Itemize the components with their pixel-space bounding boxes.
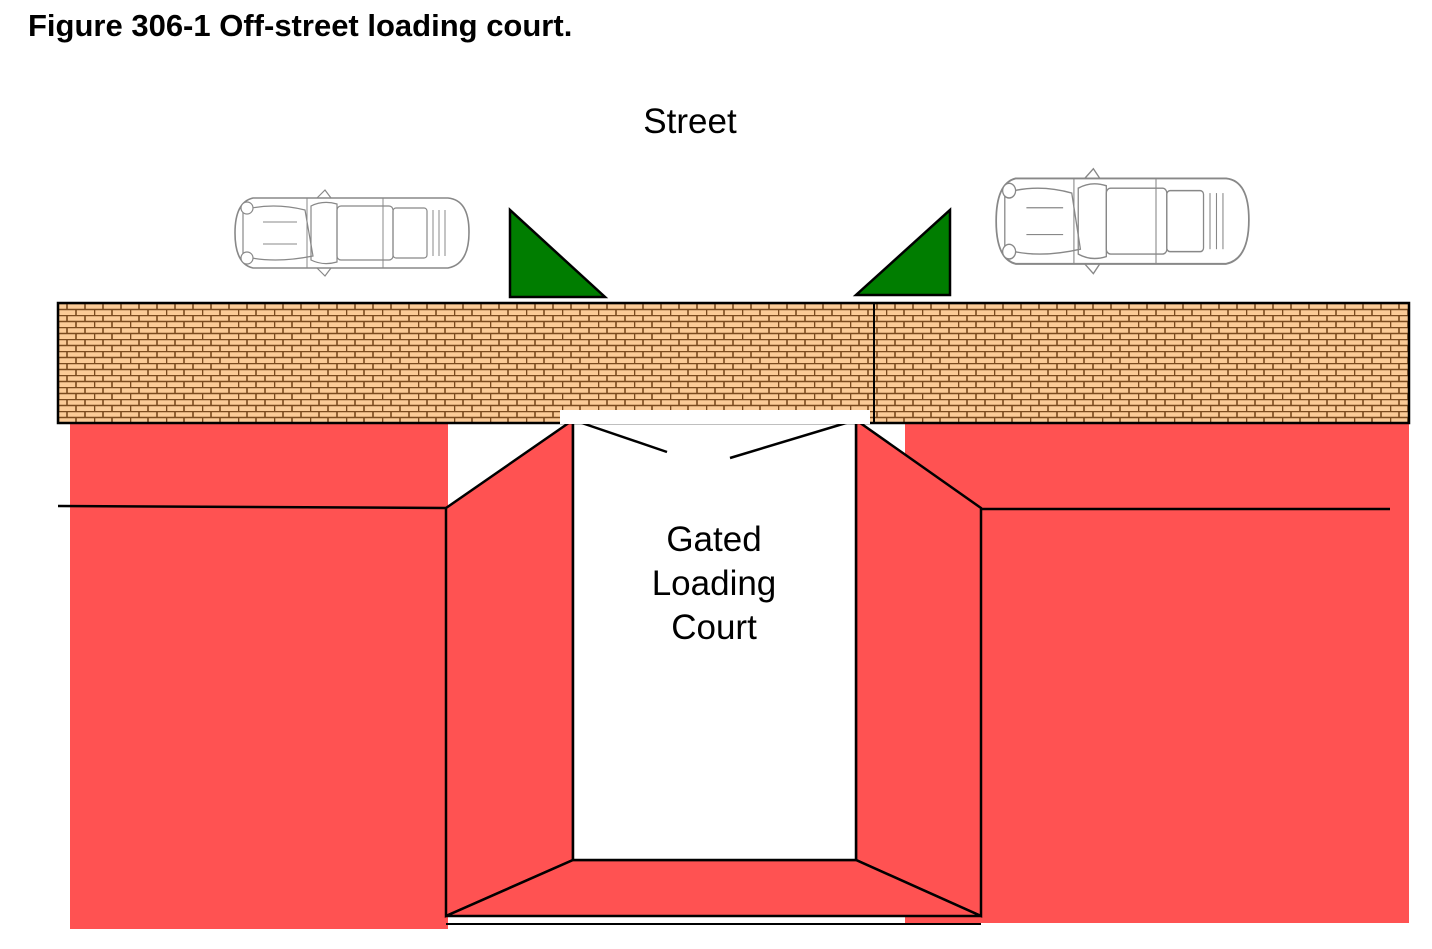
building-left	[70, 412, 448, 929]
building-left-wing	[444, 417, 575, 918]
gate-leaf-left	[572, 418, 668, 454]
gate-leaf-right	[729, 418, 857, 460]
court-label-line-3: Court	[671, 608, 757, 647]
figure-title: Figure 306-1 Off-street loading court.	[28, 8, 573, 43]
car-top-view-icon	[995, 167, 1250, 275]
brick-wall	[56, 301, 1411, 425]
building-right-wing	[854, 417, 983, 918]
sight-triangle-icon	[508, 207, 609, 299]
sight-triangle-icon	[852, 207, 952, 297]
court-label-line-2: Loading	[652, 564, 777, 603]
driveway-opening	[560, 410, 870, 424]
car-top-view-icon	[234, 189, 470, 277]
court-label-line-1: Gated	[666, 520, 761, 559]
street-label: Street	[643, 102, 737, 141]
setback-line-left	[57, 504, 447, 510]
building-right	[905, 412, 1409, 923]
